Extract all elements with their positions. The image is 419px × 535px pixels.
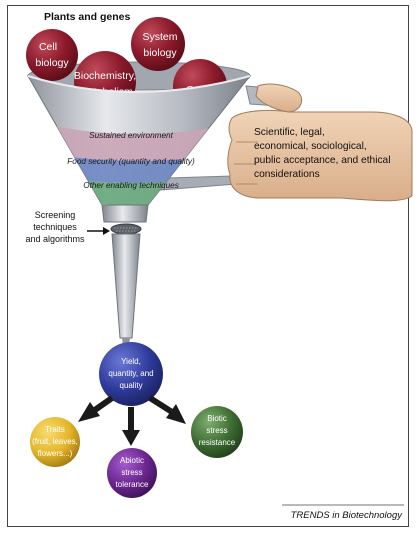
- svg-text:tolerance: tolerance: [116, 480, 149, 489]
- band-label-sustained: Sustained environment: [89, 131, 173, 140]
- screening-line-2: techniques: [33, 222, 77, 232]
- figure-border: [7, 5, 409, 527]
- screening-line-1: Screening: [35, 210, 76, 220]
- svg-text:biology: biology: [143, 47, 177, 59]
- sphere-cell-biology: Cell biology: [26, 29, 78, 81]
- traits-ball: Traits (fruit, leaves, flowers...): [30, 417, 80, 467]
- svg-text:stress: stress: [121, 468, 142, 477]
- screening-line-3: and algorithms: [25, 234, 85, 244]
- band-label-other: Other enabling techniques: [83, 181, 179, 190]
- abiotic-stress-tolerance-ball: Abiotic stress tolerance: [107, 448, 157, 498]
- considerations-line-1: Scientific, legal,: [254, 127, 325, 138]
- svg-text:System: System: [142, 31, 177, 43]
- funnel-tube: [111, 233, 141, 339]
- considerations-line-2: economical, sociological,: [254, 141, 367, 152]
- svg-text:Biochemistry,: Biochemistry,: [74, 70, 136, 82]
- svg-text:resistance: resistance: [199, 438, 236, 447]
- svg-text:quality: quality: [119, 381, 142, 390]
- funnel-neck: [101, 204, 149, 223]
- svg-text:biology: biology: [35, 57, 69, 69]
- svg-text:Abiotic: Abiotic: [120, 456, 144, 465]
- sphere-system-biology: System biology: [131, 17, 185, 71]
- svg-text:Traits: Traits: [45, 425, 65, 434]
- hand-icon: [227, 83, 413, 202]
- considerations-line-3: public acceptance, and ethical: [254, 155, 391, 166]
- band-label-food-security: Food security (quantity and quality): [67, 157, 195, 166]
- arrow-to-abiotic-icon: [122, 407, 140, 446]
- journal-credit: TRENDS in Biotechnology: [291, 510, 404, 521]
- funnel-rim-front: [27, 75, 251, 93]
- arrow-to-traits-icon: [78, 395, 114, 422]
- arrow-right-icon: [87, 227, 110, 235]
- considerations-line-4: considerations: [254, 169, 320, 180]
- biotic-stress-resistance-ball: Biotic stress resistance: [191, 406, 243, 458]
- svg-text:Yield,: Yield,: [121, 357, 141, 366]
- sieve-icon: [110, 223, 142, 235]
- svg-text:Biotic: Biotic: [207, 414, 227, 423]
- diagram-title: Plants and genes: [44, 11, 131, 23]
- svg-text:flowers...): flowers...): [38, 449, 73, 458]
- svg-text:Cell: Cell: [39, 41, 57, 53]
- svg-text:quantity, and: quantity, and: [108, 369, 153, 378]
- svg-text:stress: stress: [206, 426, 227, 435]
- yield-quantity-quality-ball: Yield, quantity, and quality: [99, 342, 163, 406]
- svg-text:(fruit, leaves,: (fruit, leaves,: [32, 437, 78, 446]
- arrow-to-biotic-icon: [148, 395, 186, 424]
